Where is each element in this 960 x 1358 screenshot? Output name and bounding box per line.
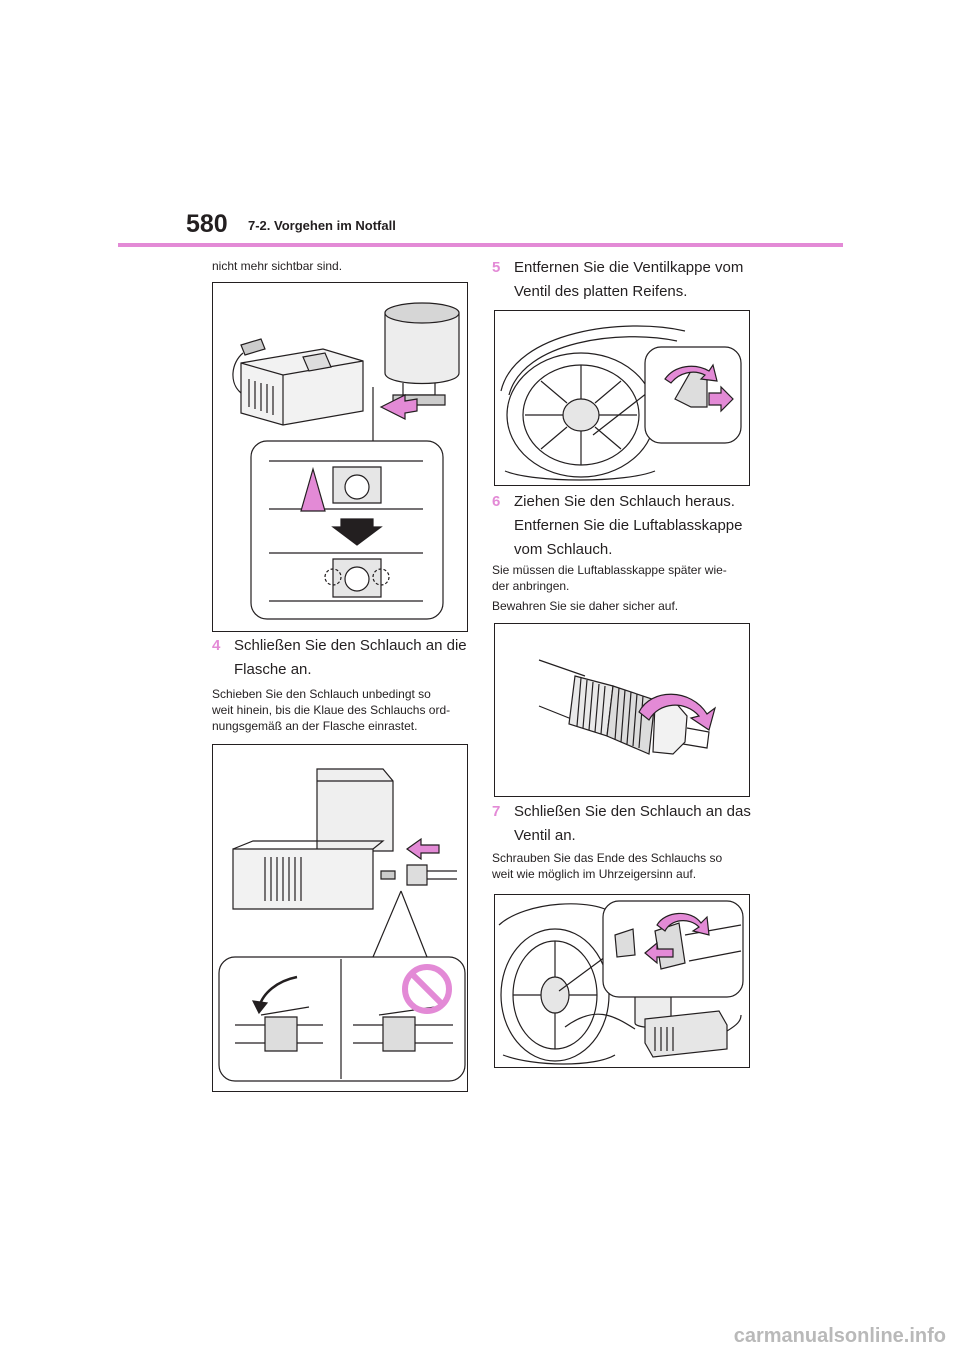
- step-7-note: Schrauben Sie das Ende des Schlauchs so …: [492, 850, 754, 882]
- step-7-title-line2: Ventil an.: [514, 827, 576, 844]
- watermark: carmanualsonline.info: [733, 1325, 946, 1347]
- step-4: 4 Schließen Sie den Schlauch an die Flas…: [212, 634, 472, 682]
- header-rule: [118, 243, 843, 247]
- step-6: 6 Ziehen Sie den Schlauch heraus. Entfer…: [492, 490, 762, 562]
- step-4-note-line: nungsgemäß an der Flasche einrastet.: [212, 719, 418, 733]
- step-6-note-line: der anbringen.: [492, 579, 570, 593]
- figure-remove-valve-cap: [494, 310, 750, 486]
- step-6-title-line3: vom Schlauch.: [514, 541, 613, 558]
- intro-text: nicht mehr sichtbar sind.: [212, 259, 343, 273]
- connect-hose-to-valve-illustration: [498, 900, 744, 1065]
- section-title: 7-2. Vorgehen im Notfall: [248, 218, 396, 233]
- hose-claw-engagement-illustration: [218, 768, 466, 1082]
- step-6-title-line2: Entfernen Sie die Luftablasskappe: [514, 517, 743, 534]
- step-7-note-line: weit wie möglich im Uhrzeigersinn auf.: [492, 867, 697, 881]
- figure-hose-claw: [212, 744, 468, 1092]
- step-4-title-line2: Flasche an.: [234, 661, 312, 678]
- step-6-note-line: Sie müssen die Luftablasskappe später wi…: [492, 563, 727, 577]
- step-6-number: 6: [492, 493, 501, 510]
- step-7: 7 Schließen Sie den Schlauch an das Vent…: [492, 800, 762, 848]
- step-5-number: 5: [492, 259, 501, 276]
- figure-connect-hose: [494, 894, 750, 1068]
- remove-bleed-cap-illustration: [538, 659, 717, 755]
- step-5-title-line2: Ventil des platten Reifens.: [514, 283, 688, 300]
- figure-remove-bleed-cap: [494, 623, 750, 797]
- figure-bottle-attach: [212, 282, 468, 632]
- step-4-note-line: Schieben Sie den Schlauch unbedingt so: [212, 687, 431, 701]
- step-6-note2: Bewahren Sie sie daher sicher auf.: [492, 599, 679, 613]
- remove-valve-cap-illustration: [500, 325, 742, 481]
- step-7-title-line1: Schließen Sie den Schlauch an das: [514, 803, 751, 820]
- step-4-number: 4: [212, 637, 221, 654]
- step-7-number: 7: [492, 803, 501, 820]
- step-5: 5 Entfernen Sie die Ventilkappe vom Vent…: [492, 256, 762, 304]
- step-7-note-line: Schrauben Sie das Ende des Schlauchs so: [492, 851, 723, 865]
- step-6-title-line1: Ziehen Sie den Schlauch heraus.: [514, 493, 735, 510]
- step-4-note: Schieben Sie den Schlauch unbedingt so w…: [212, 686, 474, 734]
- step-5-title-line1: Entfernen Sie die Ventilkappe vom: [514, 259, 744, 276]
- page-number: 580: [186, 210, 228, 238]
- compressor-bottle-attach-illustration: [232, 302, 460, 620]
- step-4-title-line1: Schließen Sie den Schlauch an die: [234, 637, 467, 654]
- step-4-note-line: weit hinein, bis die Klaue des Schlauchs…: [212, 703, 451, 717]
- step-6-note: Sie müssen die Luftablasskappe später wi…: [492, 562, 754, 594]
